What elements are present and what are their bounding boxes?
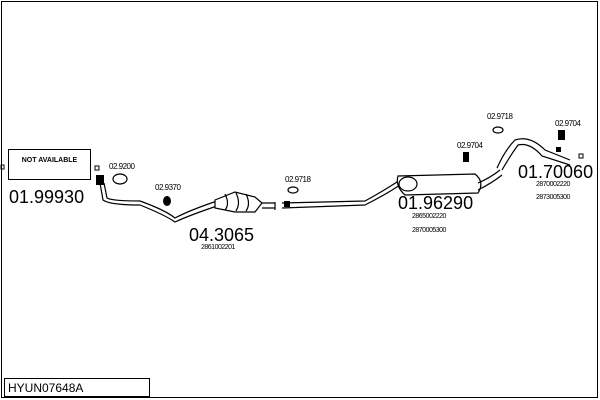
oem-ref: 2870002220 bbox=[536, 181, 570, 188]
oem-ref: 2873005300 bbox=[536, 194, 570, 201]
accessory-number[interactable]: 02.9704 bbox=[555, 119, 581, 128]
part-number[interactable]: 04.3065 bbox=[189, 225, 255, 245]
not-available-box: NOT AVAILABLE bbox=[8, 149, 91, 180]
accessory-number[interactable]: 02.9370 bbox=[155, 183, 181, 192]
oem-ref: 2870005300 bbox=[412, 227, 446, 234]
accessory-number[interactable]: 02.9718 bbox=[487, 112, 513, 121]
diagram-code: HYUN07648A bbox=[4, 378, 150, 397]
oem-ref: 2861002201 bbox=[201, 244, 235, 251]
accessory-number[interactable]: 02.9718 bbox=[285, 175, 311, 184]
part-number[interactable]: 01.70060 bbox=[518, 162, 594, 182]
tail-pipe bbox=[496, 138, 571, 171]
accessory-number[interactable]: 02.9200 bbox=[109, 162, 135, 171]
rear-silencer bbox=[396, 173, 482, 196]
part-number[interactable]: 01.99930 bbox=[9, 187, 85, 207]
accessory-number[interactable]: 02.9704 bbox=[457, 141, 483, 150]
part-number[interactable]: 01.96290 bbox=[398, 193, 474, 213]
front-pipe bbox=[99, 182, 231, 223]
middle-pipe bbox=[281, 179, 401, 209]
oem-ref: 2865002220 bbox=[412, 213, 446, 220]
